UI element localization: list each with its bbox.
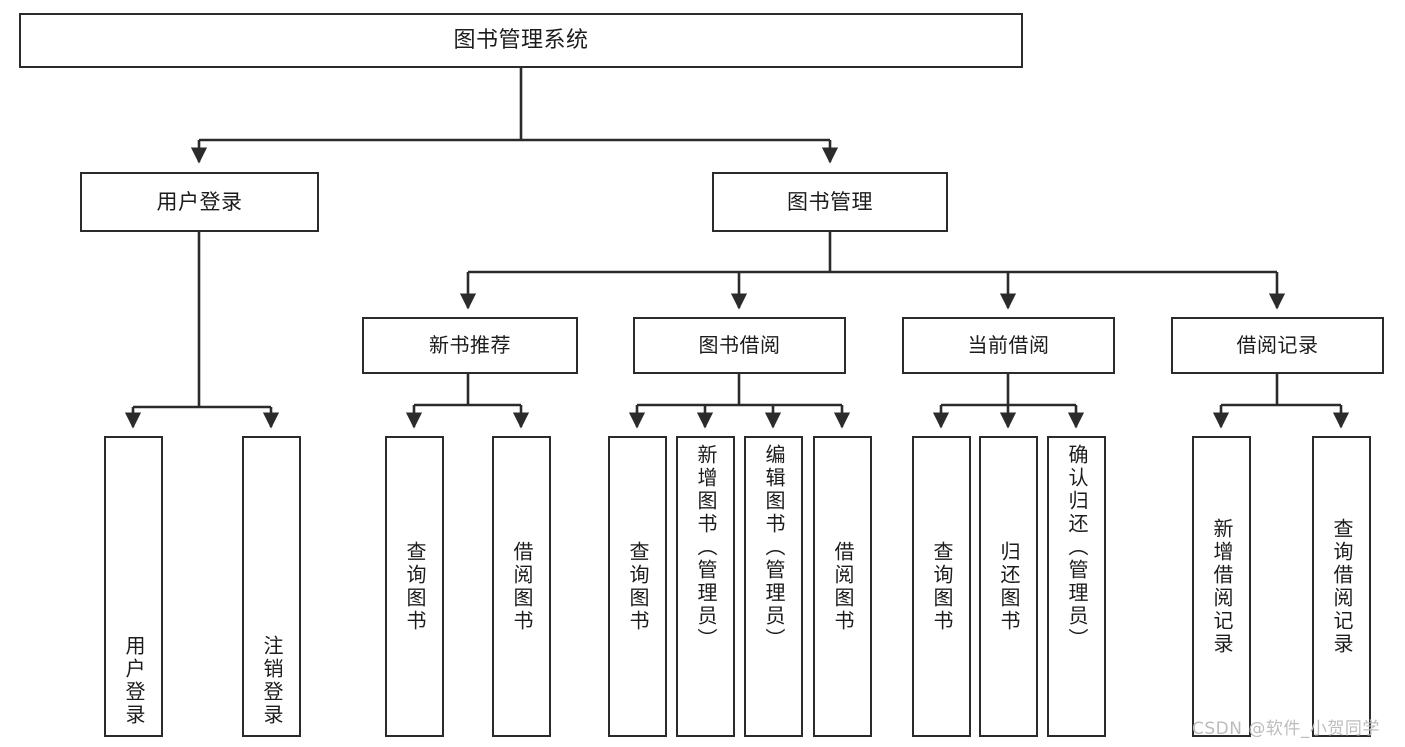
node-label: 图书管理	[787, 189, 873, 214]
node-label: 注销登录	[260, 635, 284, 727]
node-label: 查询图书	[403, 540, 427, 633]
node-label: 借阅图书	[831, 540, 855, 633]
node-label: 归还图书	[997, 540, 1021, 633]
node-new-book-recommend[interactable]: 新书推荐	[362, 317, 578, 374]
node-label: 新增图书（管理员）	[694, 444, 718, 651]
node-leaf-return-book[interactable]: 归还图书	[979, 436, 1038, 737]
node-leaf-borrow-book-1[interactable]: 借阅图书	[492, 436, 551, 737]
node-label: 图书管理系统	[453, 27, 589, 53]
node-leaf-query-record[interactable]: 查询借阅记录	[1312, 436, 1371, 737]
node-label: 查询借阅记录	[1330, 517, 1354, 656]
node-leaf-logout-login[interactable]: 注销登录	[242, 436, 301, 737]
node-label: 当前借阅	[967, 332, 1050, 357]
node-label: 编辑图书（管理员）	[762, 444, 786, 651]
node-label: 借阅图书	[510, 540, 534, 633]
node-label: 借阅记录	[1236, 332, 1319, 357]
node-leaf-query-book-1[interactable]: 查询图书	[385, 436, 444, 737]
node-leaf-confirm-return[interactable]: 确认归还（管理员）	[1047, 436, 1106, 737]
csdn-watermark: CSDN @软件_小贺同学	[1192, 719, 1380, 739]
node-label: 新增借阅记录	[1210, 517, 1234, 656]
node-label: 查询图书	[930, 540, 954, 633]
node-label: 新书推荐	[429, 332, 511, 357]
node-label: 确认归还（管理员）	[1065, 444, 1089, 651]
node-leaf-borrow-book-2[interactable]: 借阅图书	[813, 436, 872, 737]
node-current-borrow[interactable]: 当前借阅	[902, 317, 1115, 374]
node-label: 图书借阅	[698, 332, 781, 357]
node-leaf-add-book[interactable]: 新增图书（管理员）	[676, 436, 735, 737]
node-book-management-system[interactable]: 图书管理系统	[19, 13, 1023, 68]
node-label: 用户登录	[156, 189, 243, 214]
node-leaf-add-record[interactable]: 新增借阅记录	[1192, 436, 1251, 737]
node-user-login[interactable]: 用户登录	[80, 172, 319, 232]
node-leaf-query-book-2[interactable]: 查询图书	[608, 436, 667, 737]
node-leaf-query-book-3[interactable]: 查询图书	[912, 436, 971, 737]
node-label: 查询图书	[626, 540, 650, 633]
node-book-management[interactable]: 图书管理	[712, 172, 948, 232]
node-leaf-edit-book[interactable]: 编辑图书（管理员）	[744, 436, 803, 737]
node-book-borrow[interactable]: 图书借阅	[633, 317, 846, 374]
node-label: 用户登录	[122, 635, 146, 727]
node-borrow-record[interactable]: 借阅记录	[1171, 317, 1384, 374]
node-leaf-user-login[interactable]: 用户登录	[104, 436, 163, 737]
